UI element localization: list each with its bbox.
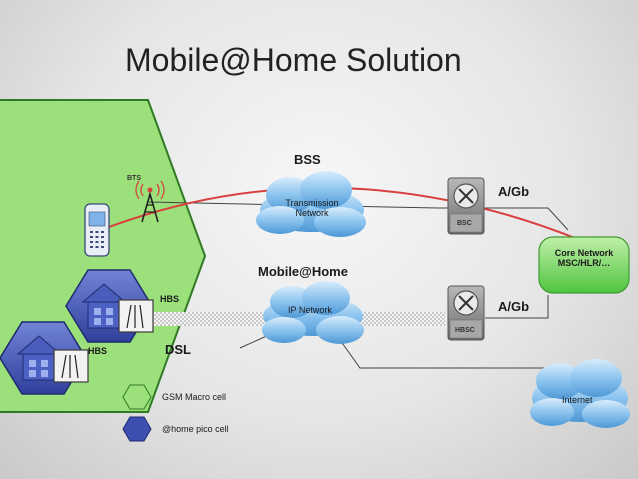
mobile-phone-icon: [84, 203, 110, 257]
slide-title: Mobile@Home Solution: [125, 42, 462, 78]
internet-label: Internet: [562, 395, 593, 405]
legend-gsm-macro-swatch: [122, 384, 152, 410]
dsl-label: DSL: [165, 342, 191, 357]
a-gb-top-label: A/Gb: [498, 184, 530, 199]
hbs-top-label: HBS: [160, 294, 180, 304]
house-icon-upper: [81, 283, 127, 329]
legend-home-pico-swatch: [122, 416, 152, 442]
a-gb-bottom-label: A/Gb: [498, 299, 530, 314]
hbs-left-label: HBS: [88, 346, 108, 356]
legend-gsm-macro-label: GSM Macro cell: [162, 392, 227, 402]
mobile-at-home-label: Mobile@Home: [258, 264, 348, 279]
bsc-label: BSC: [457, 220, 472, 227]
hbs-device-lower: [53, 349, 89, 383]
bss-label: BSS: [294, 152, 321, 167]
internet-cloud: [530, 359, 630, 428]
bts-label: BTS: [127, 175, 141, 182]
ip-to-internet-line: [339, 339, 545, 369]
hbsc-label: HBSC: [455, 327, 475, 334]
legend-home-pico-label: @home pico cell: [162, 424, 229, 434]
hbsc-node: [447, 285, 485, 341]
core-network-box: [538, 236, 630, 294]
ip-network-label: IP Network: [288, 305, 332, 315]
transmission-network-cloud: [256, 171, 366, 237]
house-icon-lower: [16, 335, 62, 381]
bts-tower-icon: [135, 180, 165, 223]
ip-network-cloud: [262, 281, 364, 344]
hbs-device-upper: [118, 299, 154, 333]
core-network-label: Core Network MSC/HLR/…: [554, 248, 614, 269]
hbsc-to-core-line: [485, 295, 549, 319]
bsc-node: [447, 177, 485, 235]
transmission-network-label: Transmission Network: [285, 198, 339, 219]
